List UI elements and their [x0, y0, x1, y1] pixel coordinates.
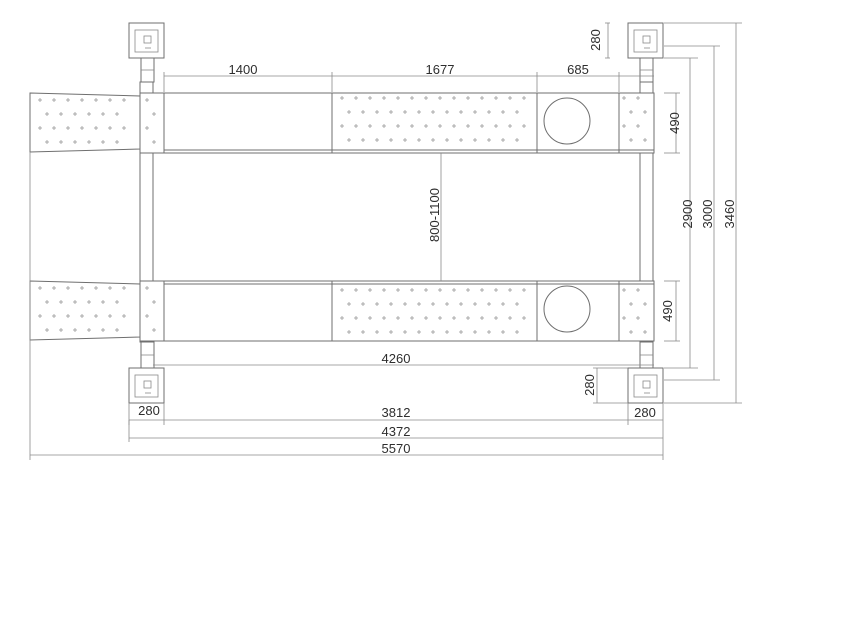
runway-top — [29, 92, 655, 154]
dim-platform-length: 4260 — [382, 351, 411, 366]
dimension-labels: 1400 1677 685 280 490 490 2900 3000 3460… — [138, 29, 737, 456]
post-bottom-left — [128, 341, 165, 404]
turntable-bottom — [543, 285, 591, 333]
turntable-top — [543, 97, 591, 145]
dim-post-outer-span: 4372 — [382, 424, 411, 439]
dim-post-plate-bottom: 280 — [582, 374, 597, 396]
post-top-right — [627, 22, 664, 83]
post-top-left — [128, 22, 165, 83]
dim-ramp-front: 1400 — [229, 62, 258, 77]
dimension-lines — [29, 22, 742, 460]
dim-post-left-width: 280 — [138, 403, 160, 418]
dim-overall-length: 5570 — [382, 441, 411, 456]
dim-post-right-width: 280 — [634, 405, 656, 420]
dim-post-plate-top: 280 — [588, 29, 603, 51]
dim-track-width-top: 490 — [667, 112, 682, 134]
dim-track-width-bottom: 490 — [660, 300, 675, 322]
tread-pattern — [38, 96, 647, 334]
dim-inner-span: 2900 — [680, 200, 695, 229]
dim-track-gap: 800-1100 — [427, 188, 442, 242]
dim-turntable: 685 — [567, 62, 589, 77]
post-bottom-right — [627, 341, 664, 404]
dim-outer-track-span: 3000 — [700, 200, 715, 229]
dim-post-center-span: 3812 — [382, 405, 411, 420]
dim-overall-width: 3460 — [722, 200, 737, 229]
dim-ramp-mid: 1677 — [426, 62, 455, 77]
